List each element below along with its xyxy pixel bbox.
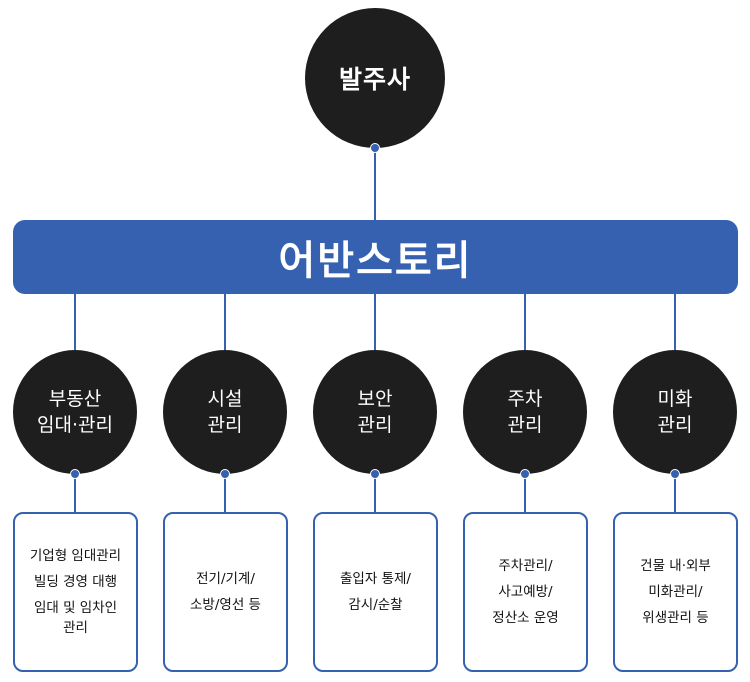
company-banner: 어반스토리 — [13, 220, 738, 294]
category-connector-dot — [70, 469, 80, 479]
client-node: 발주사 — [305, 8, 445, 148]
detail-line: 소방/영선 등 — [190, 597, 261, 613]
detail-line: 감시/순찰 — [348, 597, 403, 613]
detail-line: 관리 — [63, 620, 88, 636]
category-line: 미화 — [657, 388, 693, 410]
category-line: 관리 — [657, 414, 693, 436]
category-connector-dot — [220, 469, 230, 479]
detail-line: 정산소 운영 — [492, 610, 559, 626]
detail-box-real-estate: 기업형 임대관리 빌딩 경영 대행 임대 및 임차인 관리 — [13, 512, 138, 672]
category-connector-dot — [520, 469, 530, 479]
detail-line: 미화관리/ — [648, 584, 703, 600]
category-parking: 주차 관리 — [463, 350, 587, 474]
category-line: 부동산 — [48, 388, 102, 410]
category-line: 관리 — [507, 414, 543, 436]
detail-box-parking: 주차관리/ 사고예방/ 정산소 운영 — [463, 512, 588, 672]
detail-line: 출입자 통제/ — [340, 571, 411, 587]
category-real-estate: 부동산 임대·관리 — [13, 350, 137, 474]
detail-line: 빌딩 경영 대행 — [33, 574, 118, 590]
detail-box-security: 출입자 통제/ 감시/순찰 — [313, 512, 438, 672]
category-line: 주차 — [507, 388, 543, 410]
detail-line: 사고예방/ — [498, 584, 553, 600]
detail-line: 주차관리/ — [498, 558, 553, 574]
detail-line: 기업형 임대관리 — [29, 548, 122, 564]
category-cleaning: 미화 관리 — [613, 350, 737, 474]
detail-box-cleaning: 건물 내·외부 미화관리/ 위생관리 등 — [613, 512, 738, 672]
category-connector-dot — [670, 469, 680, 479]
detail-line: 위생관리 등 — [642, 610, 709, 626]
category-line: 관리 — [207, 414, 243, 436]
category-line: 보안 — [357, 388, 393, 410]
client-label: 발주사 — [338, 65, 411, 94]
client-connector-dot — [370, 143, 380, 153]
detail-box-facility: 전기/기계/ 소방/영선 등 — [163, 512, 288, 672]
category-line: 시설 — [207, 388, 243, 410]
category-line: 관리 — [357, 414, 393, 436]
company-label: 어반스토리 — [278, 238, 473, 284]
detail-line: 전기/기계/ — [196, 571, 255, 587]
detail-line: 건물 내·외부 — [640, 558, 711, 574]
category-facility: 시설 관리 — [163, 350, 287, 474]
category-connector-dot — [370, 469, 380, 479]
detail-line: 임대 및 임차인 — [33, 600, 118, 616]
category-security: 보안 관리 — [313, 350, 437, 474]
category-line: 임대·관리 — [37, 414, 113, 436]
